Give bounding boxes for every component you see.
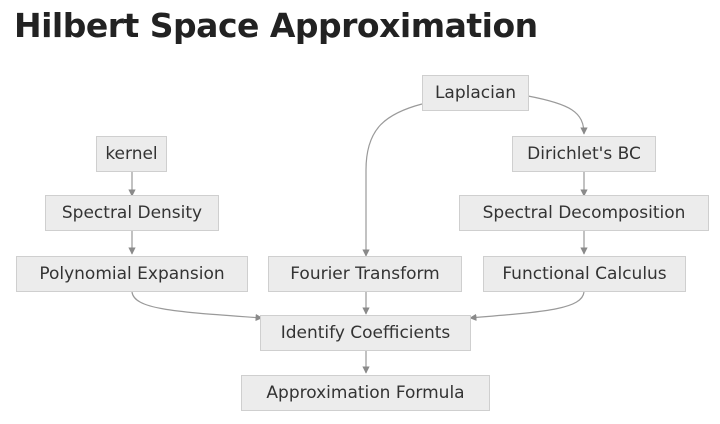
node-kernel: kernel <box>96 136 167 172</box>
node-fourier-transform: Fourier Transform <box>268 256 462 292</box>
node-approximation-formula: Approximation Formula <box>241 375 490 411</box>
node-spectral-decomposition: Spectral Decomposition <box>459 195 709 231</box>
edge-functional-calculus-identify-coefficients <box>469 291 585 322</box>
node-laplacian: Laplacian <box>422 75 529 111</box>
node-identify-coefficients: Identify Coefficients <box>260 315 471 351</box>
node-functional-calculus: Functional Calculus <box>483 256 686 292</box>
node-spectral-density: Spectral Density <box>45 195 219 231</box>
diagram-title: Hilbert Space Approximation <box>14 6 538 45</box>
edge-laplacian-fourier-transform <box>362 103 423 257</box>
node-dirichlet-bc: Dirichlet's BC <box>512 136 656 172</box>
edge-laplacian-dirichlet-bc <box>527 95 588 135</box>
edge-polynomial-expansion-identify-coefficients <box>131 291 263 322</box>
node-polynomial-expansion: Polynomial Expansion <box>16 256 248 292</box>
